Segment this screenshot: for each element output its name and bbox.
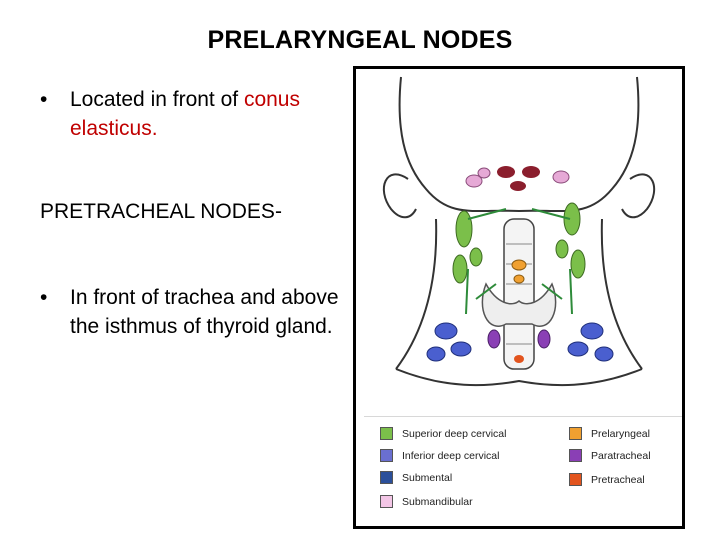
figure-legend: Superior deep cervical Inferior deep cer… <box>364 416 682 525</box>
bullet-text: In front of trachea and above the isthmu… <box>70 286 339 338</box>
legend-label: Pretracheal <box>591 473 645 486</box>
inferior-deep-cervical-node <box>434 322 458 340</box>
legend-item: Pretracheal <box>569 473 645 486</box>
inferior-deep-cervical-node <box>567 341 589 357</box>
legend-label: Superior deep cervical <box>402 427 507 440</box>
legend-item: Prelaryngeal <box>569 427 650 440</box>
inferior-deep-cervical-node <box>426 346 446 362</box>
legend-swatch <box>380 495 393 508</box>
neck-illustration <box>382 76 656 387</box>
bullet-marker: • <box>40 88 48 111</box>
legend-item: Submental <box>380 471 452 484</box>
inferior-deep-cervical-node <box>580 322 604 340</box>
superior-deep-cervical-node <box>563 202 581 236</box>
superior-deep-cervical-node <box>570 249 586 279</box>
legend-swatch <box>569 449 582 462</box>
legend-label: Submental <box>402 471 453 484</box>
superior-deep-cervical-node <box>452 254 468 284</box>
drainage-arrows <box>465 208 573 315</box>
paratracheal-node <box>537 329 551 349</box>
slide-title: PRELARYNGEAL NODES <box>207 26 513 54</box>
submental-node <box>497 166 515 178</box>
left-ear <box>382 173 417 219</box>
inferior-deep-cervical-node <box>450 341 472 357</box>
legend-item: Paratracheal <box>569 449 651 462</box>
legend-item: Submandibular <box>380 495 473 508</box>
prelaryngeal-node <box>511 259 527 271</box>
jaw-outline <box>398 76 640 213</box>
superior-deep-cervical-node <box>455 210 473 248</box>
trachea <box>503 218 535 370</box>
right-ear <box>621 173 656 219</box>
paratracheal-node <box>487 329 501 349</box>
bullet-pretracheal: • In front of trachea and above the isth… <box>40 283 340 341</box>
submandibular-node <box>465 174 483 188</box>
bullet-text: Located in front of conus elasticus. <box>70 88 300 140</box>
inferior-deep-cervical-node <box>594 346 614 362</box>
highlight-term: conus elasticus. <box>70 88 300 140</box>
legend-swatch <box>380 449 393 462</box>
legend-swatch <box>380 471 393 484</box>
legend-swatch <box>380 427 393 440</box>
legend-label: Inferior deep cervical <box>402 449 500 462</box>
neck-right <box>600 218 643 370</box>
legend-item: Inferior deep cervical <box>380 449 499 462</box>
neck-lymph-nodes-figure: Superior deep cervical Inferior deep cer… <box>353 66 685 529</box>
bullet-marker: • <box>40 286 48 309</box>
legend-label: Paratracheal <box>591 449 651 462</box>
superior-deep-cervical-node <box>469 247 483 267</box>
subheading-pretracheal: PRETRACHEAL NODES- <box>40 200 282 223</box>
legend-label: Submandibular <box>402 495 473 508</box>
submental-node <box>522 166 540 178</box>
superior-deep-cervical-node <box>555 239 569 259</box>
thyroid-gland <box>481 282 557 327</box>
prelaryngeal-node <box>513 274 525 284</box>
legend-swatch <box>569 427 582 440</box>
bullet-prelaryngeal: • Located in front of conus elasticus. <box>40 85 340 143</box>
clavicles <box>395 368 643 387</box>
submandibular-node <box>552 170 570 184</box>
legend-label: Prelaryngeal <box>591 427 650 440</box>
pretracheal-node <box>514 355 524 363</box>
submental-node <box>510 181 526 191</box>
submandibular-node <box>477 167 491 179</box>
neck-left <box>395 218 438 370</box>
legend-swatch <box>569 473 582 486</box>
legend-item: Superior deep cervical <box>380 427 506 440</box>
